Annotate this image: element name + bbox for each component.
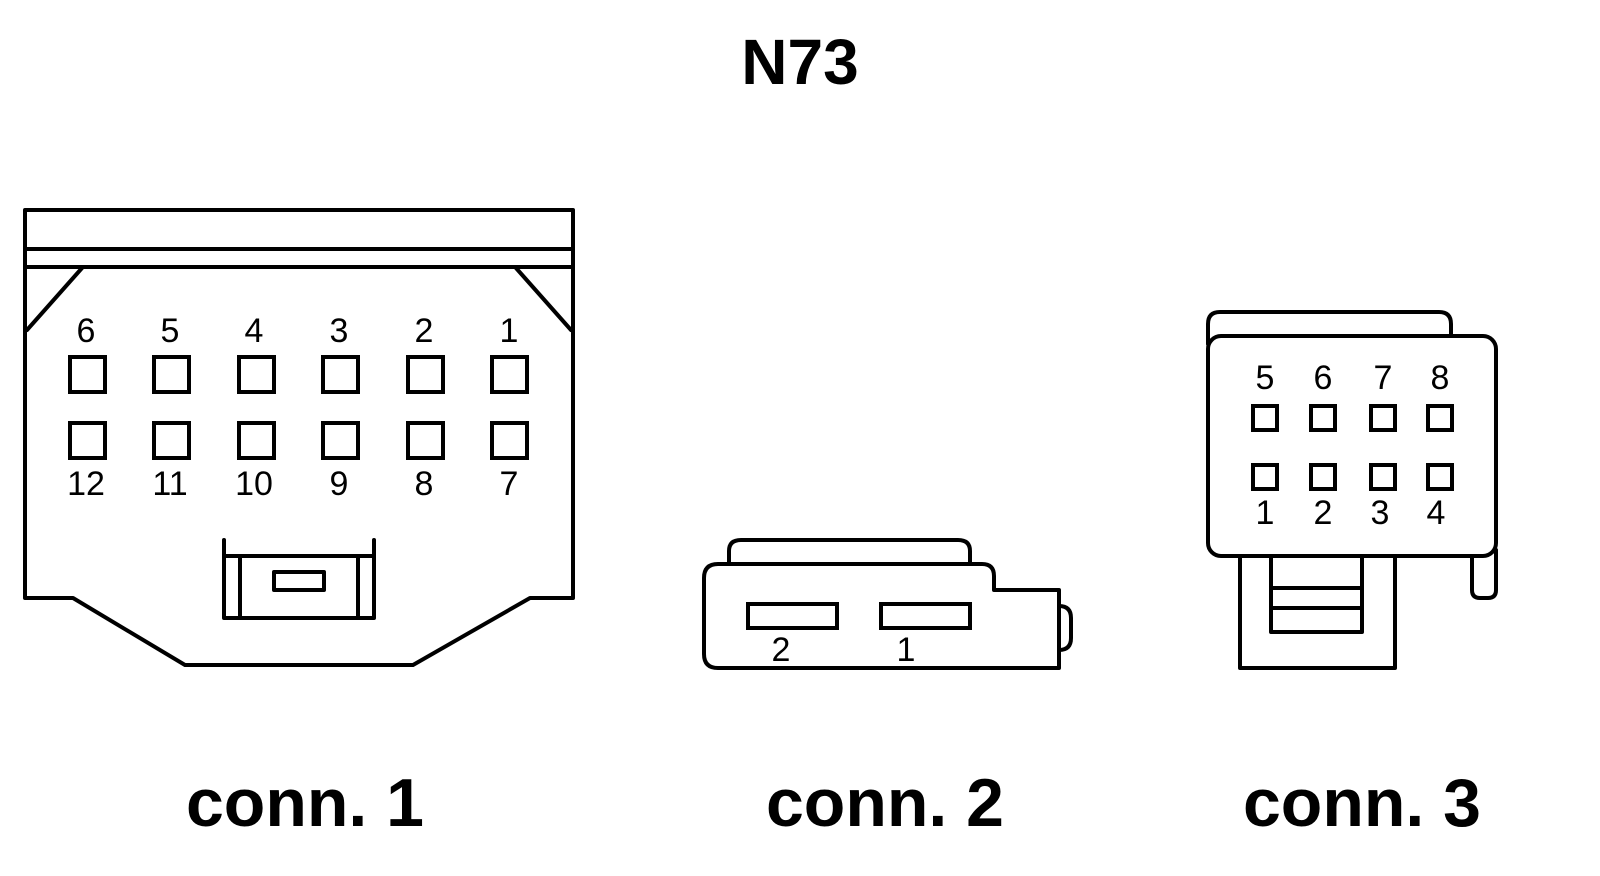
pin-label: 7 [500,465,519,503]
connector-1-body [23,208,575,667]
pin-cavity [1309,404,1337,432]
connector-3-lock-slot [1269,554,1364,634]
pin-label: 9 [330,465,349,503]
connector-2-top-ridge [727,538,972,566]
pin-label: 8 [415,465,434,503]
pin-label: 3 [1371,494,1390,532]
pin-cavity [321,421,360,460]
pin-label: 6 [77,312,96,350]
pin-label: 4 [245,312,264,350]
connector-1: 6 5 4 3 2 1 12 11 10 9 8 7 [23,208,575,841]
pin-label: 1 [897,631,916,669]
pin-cavity [68,421,107,460]
connector-3-back-shell [1206,310,1453,346]
connector-3-lower-housing [1238,554,1397,670]
connector-1-pins-top: 6 5 4 3 2 1 [68,312,529,394]
pin-label: 5 [161,312,180,350]
connector-1-left-chamfer [25,266,84,332]
pin-label: 2 [415,312,434,350]
connector-1-pins-bottom: 12 11 10 9 8 7 [67,421,529,503]
pin-label: 4 [1427,494,1446,532]
pin-label: 11 [152,465,187,503]
pin-cavity [490,355,529,394]
pin-cavity [237,355,276,394]
pin-label: 6 [1314,359,1333,397]
pin-cavity [237,421,276,460]
connector-3-side-clip [1470,548,1498,600]
pin-cavity [152,355,191,394]
pin-cavity [406,421,445,460]
pin-cavity [1251,463,1279,491]
pin-label: 7 [1374,359,1393,397]
diagram-title: N73 [741,26,858,98]
pin-label: 1 [500,312,519,350]
pin-cavity [1369,463,1397,491]
pin-label: 5 [1256,359,1275,397]
pin-cavity [879,602,972,630]
connector-3-pins-bottom: 1 2 3 4 [1251,463,1454,532]
connector-2: 2 1 conn. 2 [702,538,1073,841]
pin-label: 2 [1314,494,1333,532]
connector-1-right-chamfer [514,266,573,332]
pin-label: 2 [772,631,791,669]
connector-2-label: conn. 2 [766,765,1004,841]
pin-cavity [490,421,529,460]
connector-2-side-tab [1057,604,1073,652]
connector-1-latch [222,538,376,620]
pin-cavity [1426,404,1454,432]
connector-3-face [1206,334,1498,558]
pin-label: 8 [1431,359,1450,397]
connector-1-label: conn. 1 [186,765,424,841]
pin-label: 1 [1256,494,1275,532]
pin-cavity [406,355,445,394]
pin-cavity [1309,463,1337,491]
pin-cavity [152,421,191,460]
pin-label: 10 [235,465,273,503]
pin-label: 3 [330,312,349,350]
pin-cavity [1369,404,1397,432]
pin-cavity [746,602,839,630]
pin-cavity [1426,463,1454,491]
connector-3-pins-top: 5 6 7 8 [1251,359,1454,432]
connector-3-label: conn. 3 [1243,765,1481,841]
pin-cavity [68,355,107,394]
pin-label: 12 [67,465,105,503]
connector-3: 5 6 7 8 1 2 3 4 conn. 3 [1206,310,1498,841]
pin-cavity [1251,404,1279,432]
pin-cavity [321,355,360,394]
connector-2-body [702,562,1061,670]
